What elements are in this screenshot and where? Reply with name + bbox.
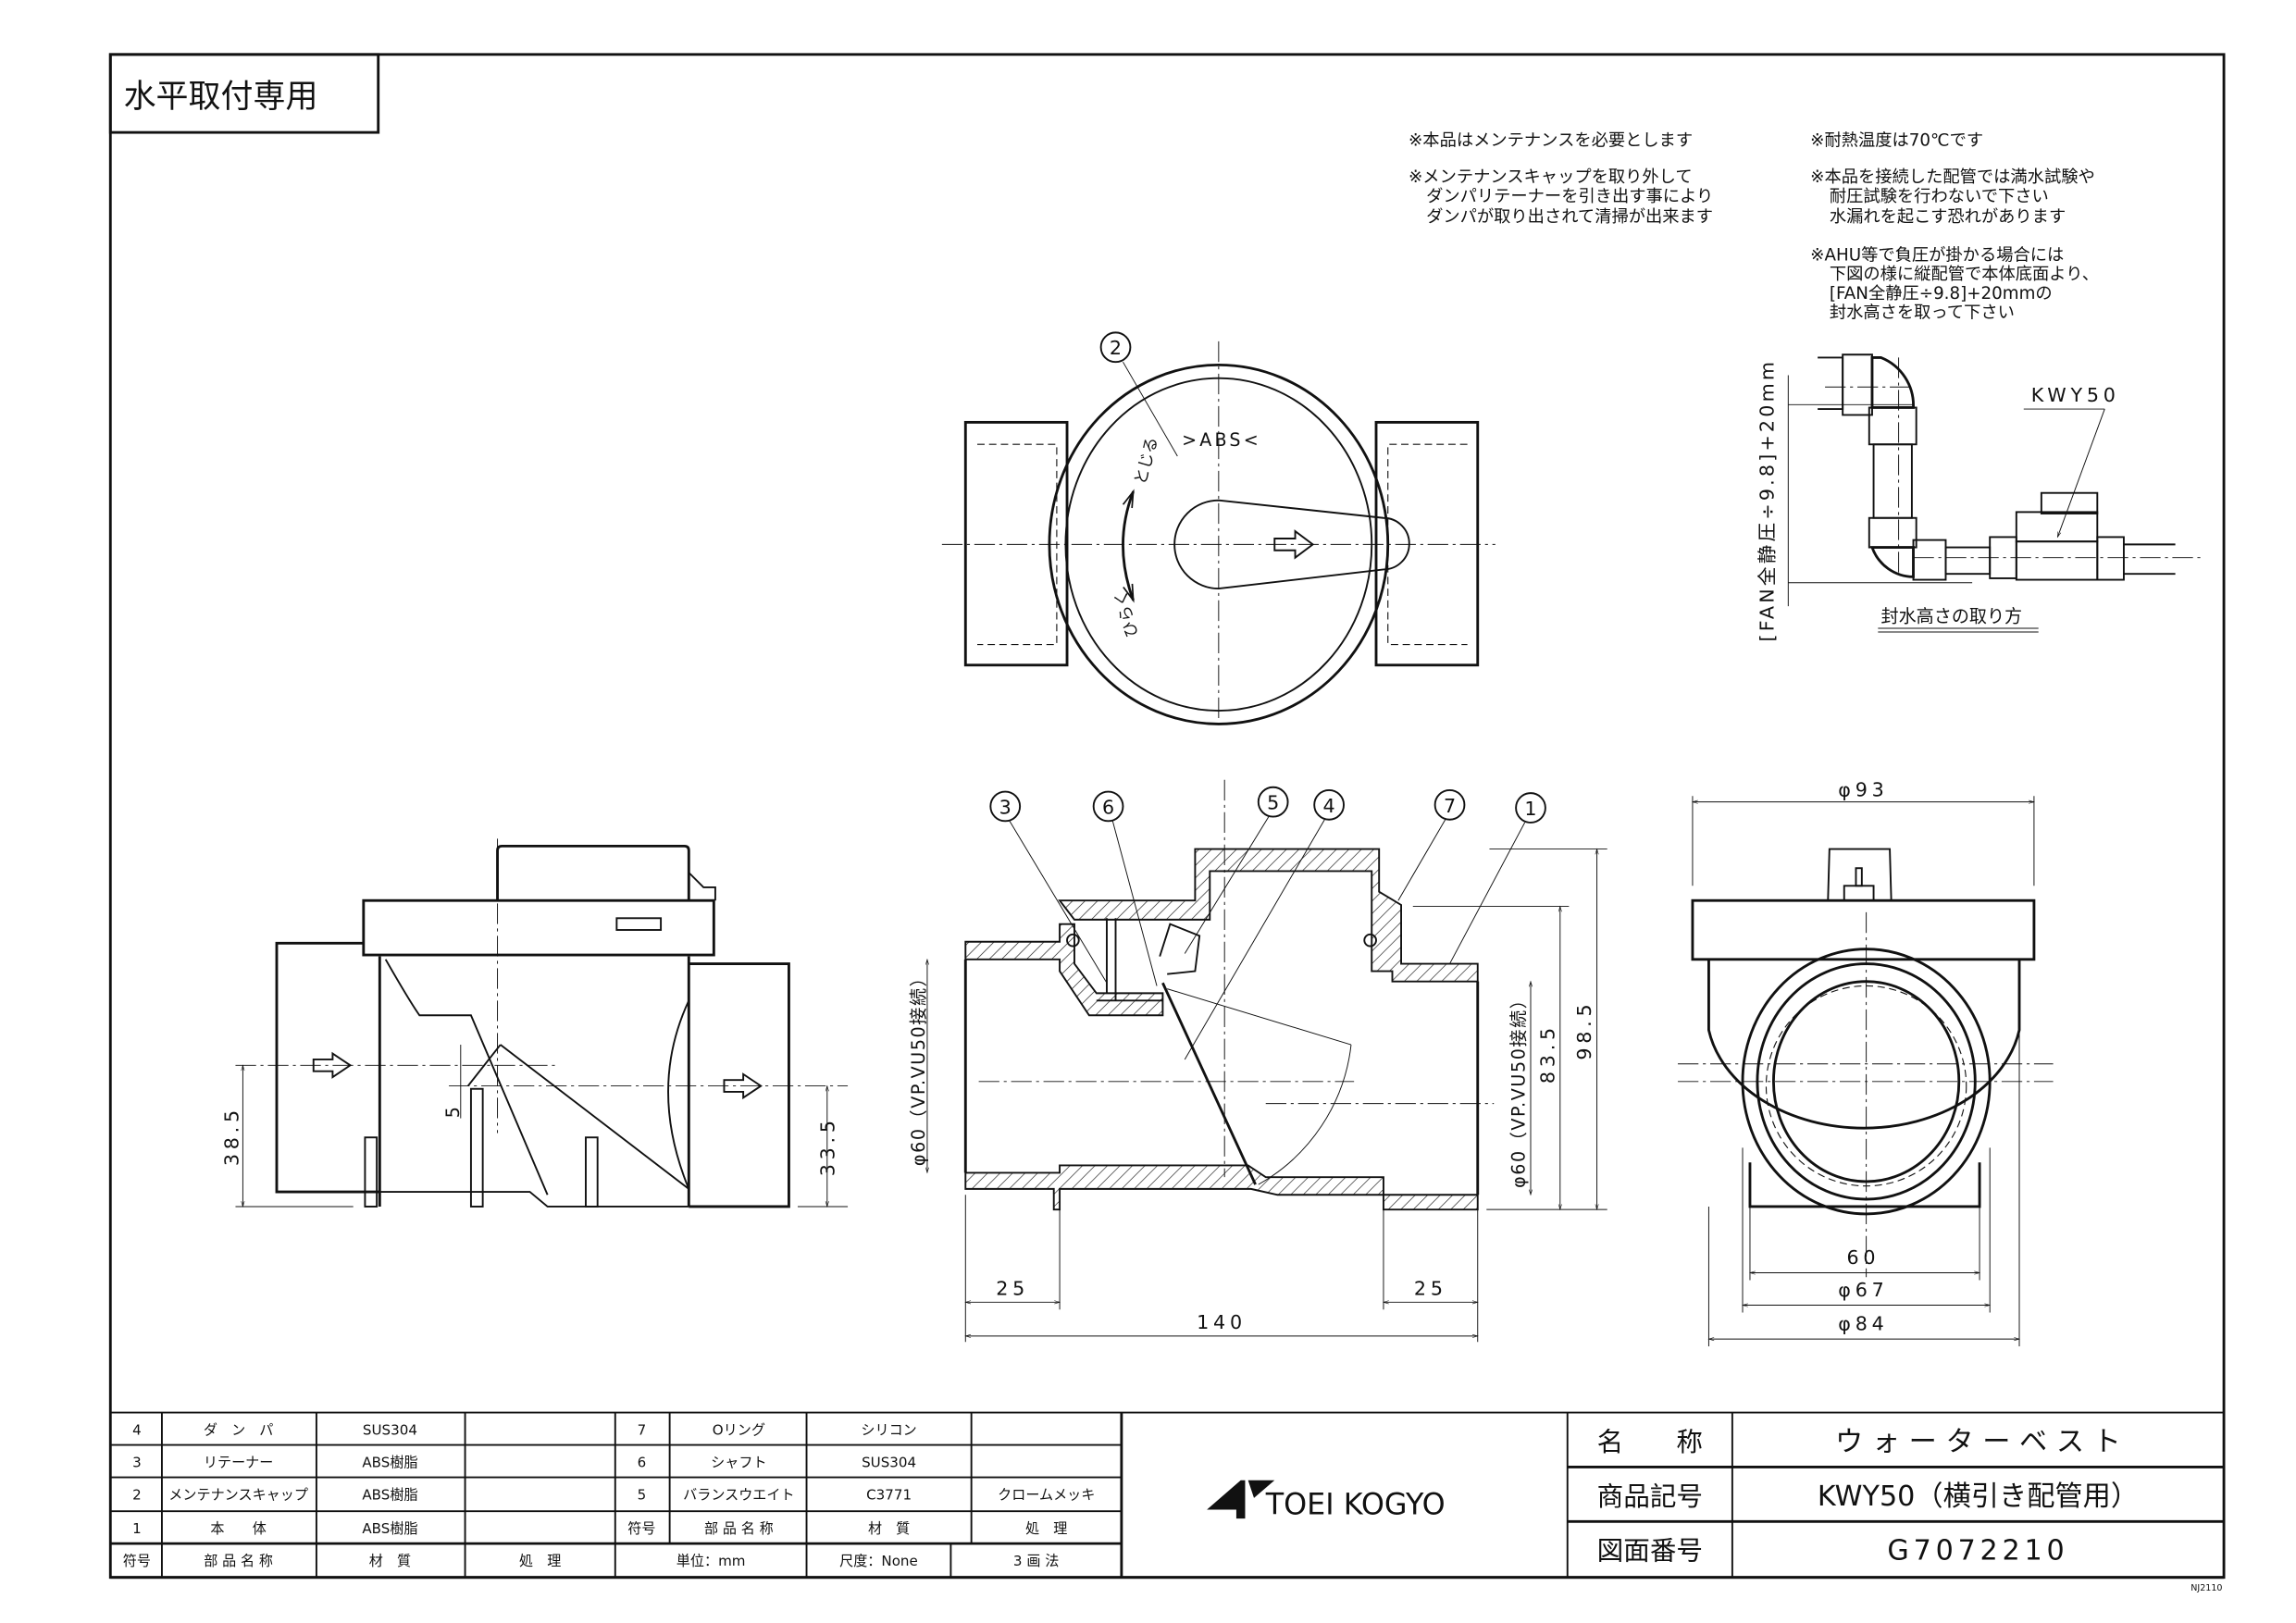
cell: リテーナー: [204, 1454, 273, 1470]
cell: ABS樹脂: [362, 1486, 417, 1503]
cell: 6: [638, 1454, 647, 1470]
dim-38-5: 38.5: [221, 1106, 243, 1166]
note-right-2c: 水漏れを起こす恐れがあります: [1830, 207, 2066, 227]
material-mark: >ABS<: [1182, 430, 1261, 451]
parts-right-rows: 7 Oリング シリコン 6 シャフト SUS304 5 バランスウエイト C37…: [627, 1421, 1095, 1569]
balloon-1: 1: [1524, 798, 1536, 820]
dim-phi60-right: φ60（VP.VU50接続）: [1509, 990, 1530, 1188]
kwy50-label: KWY50: [2031, 384, 2120, 406]
dim-25-left: 25: [996, 1277, 1029, 1299]
cell: 7: [638, 1421, 647, 1438]
dim-25-right: 25: [1414, 1277, 1447, 1299]
cell: 本 体: [210, 1520, 266, 1537]
header-cell: 処 理: [1025, 1520, 1067, 1537]
balloon-3: 3: [999, 796, 1011, 818]
note-right-2b: 耐圧試験を行わないで下さい: [1830, 187, 2049, 206]
balloon-4: 4: [1323, 795, 1335, 817]
cell: メンテナンスキャップ: [168, 1486, 308, 1503]
product-code-label: 商品記号: [1597, 1481, 1703, 1512]
cell: ダ ン パ: [204, 1421, 273, 1438]
header-cell: 材 質: [369, 1553, 411, 1569]
seal-height-diagram: KWY50 [FAN全静圧÷9.8]+20mm 封水高さの取り方: [1756, 353, 2201, 642]
cell: 1: [132, 1520, 142, 1537]
mounting-label-box: 水平取付専用: [108, 53, 380, 134]
cell: 2: [132, 1486, 142, 1503]
cell: ABS樹脂: [362, 1454, 417, 1470]
cell: バランスウエイト: [683, 1486, 794, 1503]
cell: C3771: [866, 1486, 912, 1503]
header-cell: 処 理: [519, 1553, 561, 1569]
note-right-3a: ※AHU等で負圧が掛かる場合には: [1810, 245, 2064, 265]
note-right-3c: [FAN全静圧÷9.8]+20mmの: [1830, 284, 2053, 304]
mounting-label: 水平取付専用: [124, 79, 318, 116]
note-left-2c: ダンパが取り出されて清掃が出来ます: [1426, 207, 1713, 227]
note-left-2a: ※メンテナンスキャップを取り外して: [1409, 167, 1693, 187]
dim-60: 60: [1847, 1246, 1880, 1269]
projection-cell: 3 画 法: [1013, 1553, 1059, 1569]
cell: シリコン: [861, 1421, 916, 1438]
title-block: TOEI KOGYO 名 称 ウ ォ ー タ ー ベ ス ト 商品記号 KWY5…: [1207, 1412, 2225, 1593]
balloon-6: 6: [1102, 796, 1114, 818]
name-value: ウ ォ ー タ ー ベ ス ト: [1835, 1426, 2121, 1458]
note-left-1: ※本品はメンテナンスを必要とします: [1409, 130, 1693, 150]
dim-phi93: φ93: [1838, 778, 1888, 800]
parts-table: 4 ダ ン パ SUS304 3 リテーナー ABS樹脂 2 メンテナンスキャッ…: [110, 1411, 2225, 1580]
cell: ABS樹脂: [362, 1520, 417, 1537]
cell: SUS304: [363, 1421, 417, 1438]
note-left-2b: ダンパリテーナーを引き出す事により: [1426, 187, 1713, 206]
note-right-2a: ※本品を接続した配管では満水試験や: [1810, 167, 2095, 187]
balloon-2: 2: [1110, 337, 1122, 359]
dim-83-5: 83.5: [1536, 1023, 1558, 1084]
dim-33-5: 33.5: [817, 1116, 839, 1176]
note-right-3d: 封水高さを取って下さい: [1830, 303, 2015, 322]
close-label: とじる: [1132, 435, 1162, 487]
company-name: TOEI KOGYO: [1265, 1487, 1446, 1521]
seal-height-caption: 封水高さの取り方: [1881, 607, 2023, 627]
end-view: φ93 60 φ67 φ84: [1678, 778, 2054, 1347]
notes: ※本品はメンテナンスを必要とします ※メンテナンスキャップを取り外して ダンパリ…: [1409, 130, 2099, 322]
balloon-5: 5: [1267, 792, 1279, 814]
header-cell: 部 品 名 称: [704, 1520, 774, 1537]
balloons: 3 6 5 4 7 1: [989, 786, 1546, 1060]
cell: シャフト: [711, 1454, 766, 1470]
open-label: ひらく: [1111, 588, 1142, 639]
scale-cell: 尺度：None: [839, 1553, 918, 1569]
cell: 5: [638, 1486, 647, 1503]
section-view: 25 25 140 98.5 83.5 φ60（VP.VU50接続） φ60（V…: [909, 779, 1607, 1343]
cell: クロームメッキ: [998, 1486, 1095, 1503]
dim-5: 5: [443, 1107, 464, 1118]
dim-phi60-left: φ60（VP.VU50接続）: [909, 968, 929, 1166]
header-cell: 材 質: [868, 1520, 910, 1537]
note-right-3b: 下図の様に縦配管で本体底面より、: [1830, 265, 2099, 284]
cell: Oリング: [713, 1421, 765, 1438]
name-label: 名 称: [1597, 1426, 1703, 1457]
drawing-no-label: 図面番号: [1597, 1535, 1703, 1567]
cell: 4: [132, 1421, 142, 1438]
dim-140: 140: [1197, 1311, 1247, 1333]
unit-cell: 単位：mm: [676, 1553, 746, 1569]
company-logo: TOEI KOGYO: [1207, 1480, 1446, 1521]
dim-phi84: φ84: [1838, 1313, 1888, 1335]
header-cell: 符号: [627, 1520, 655, 1537]
dim-98-5: 98.5: [1573, 1000, 1595, 1060]
top-view: >ABS< とじる ひらく 2: [941, 331, 1496, 725]
header-cell: 符号: [123, 1553, 151, 1569]
sheet-code: NJ2110: [2191, 1583, 2222, 1593]
cell: SUS304: [862, 1454, 916, 1470]
cell: 3: [132, 1454, 142, 1470]
side-view: 38.5 33.5 5: [221, 838, 849, 1208]
dim-phi67: φ67: [1838, 1279, 1888, 1301]
balloon-7: 7: [1444, 795, 1456, 817]
parts-left-rows: 4 ダ ン パ SUS304 3 リテーナー ABS樹脂 2 メンテナンスキャッ…: [123, 1421, 562, 1569]
note-right-1: ※耐熱温度は70℃です: [1810, 130, 1983, 150]
product-code-value: KWY50（横引き配管用）: [1818, 1481, 2139, 1513]
seal-height-dimension: [FAN全静圧÷9.8]+20mm: [1756, 359, 1778, 642]
header-cell: 部 品 名 称: [204, 1553, 273, 1569]
drawing-no-value: G7072210: [1887, 1535, 2068, 1567]
